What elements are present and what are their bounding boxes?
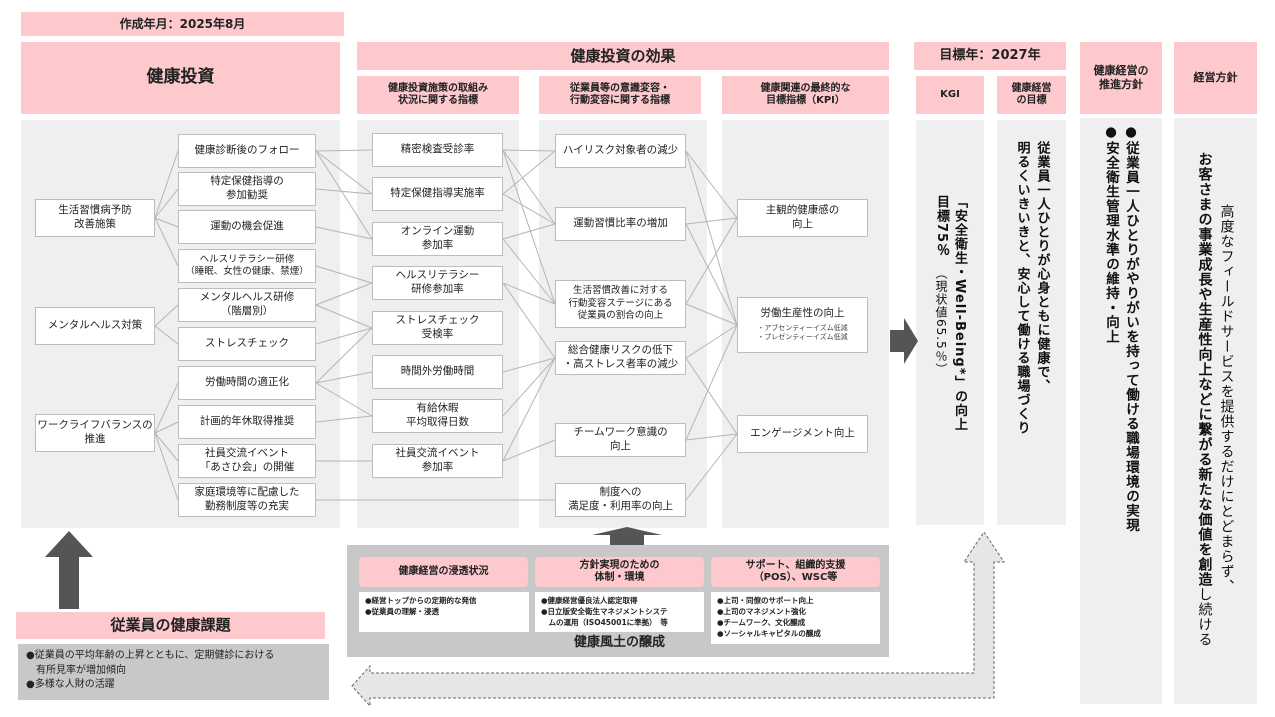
investment-header: 健康投資: [21, 42, 340, 114]
kgi-header: KGI: [916, 76, 984, 114]
measure-box: 特定保健指導の 参加勧奨: [178, 172, 316, 206]
behavior-box: 生活習慣改善に対する 行動変容ステージにある 従業員の割合の向上: [555, 280, 686, 328]
category-mental-health: メンタルヘルス対策: [35, 307, 155, 345]
category-work-life-balance: ワークライフバランスの 推進: [35, 414, 155, 452]
promotion-content: ●従業員一人ひとりがやりがいを持って働ける職場環境の実現 ●安全衛生管理水準の維…: [1080, 124, 1162, 699]
issues-list: ●従業員の平均年齢の上昇とともに、定期健診における 有所見率が増加傾向 ●多様な…: [18, 644, 329, 700]
issues-title: 従業員の健康課題: [16, 612, 325, 639]
promotion-item: ●従業員一人ひとりがやりがいを持って働ける職場環境の実現: [1123, 124, 1139, 533]
kpi-notes: ・アブセンティーイズム低減 ・プレゼンティーイズム低減: [757, 323, 848, 342]
management-line1: 高度なフィールドサービスを提供するだけにとどまらず、: [1218, 204, 1235, 594]
culture-header-2: 方針実現のための 体制・環境: [535, 557, 704, 587]
management-panel: [1174, 118, 1257, 704]
indicator-box: 時間外労働時間: [372, 355, 503, 389]
kpi-box: エンゲージメント向上: [737, 415, 868, 453]
effects-sub-header-3: 健康関連の最終的な 目標指標（KPI）: [722, 76, 889, 114]
culture-header-3: サポート、組織的支援 （POS）、WSC等: [711, 557, 880, 587]
kgi-main: 「安全衛生・Well-Being*」の向上: [952, 195, 967, 432]
promotion-item: ●安全衛生管理水準の維持・向上: [1103, 124, 1119, 344]
measure-box: 運動の機会促進: [178, 210, 316, 244]
created-date: 作成年月：2025年8月: [21, 12, 344, 36]
feedback-arrow-icon: [351, 532, 1005, 708]
management-policy-header: 経営方針: [1174, 42, 1257, 114]
management-line2-tail: し続ける: [1196, 587, 1213, 647]
measure-box: 社員交流イベント 「あさひ会」の開催: [178, 444, 316, 478]
indicator-box: オンライン運動 参加率: [372, 222, 503, 256]
promotion-policy-header: 健康経営の 推進方針: [1080, 42, 1162, 114]
effects-header: 健康投資の効果: [357, 42, 889, 70]
culture-title: 健康風土の醸成: [573, 634, 665, 650]
category-lifestyle-disease: 生活習慣病予防 改善施策: [35, 199, 155, 237]
kgi-content: 「安全衛生・Well-Being*」の向上 目標75％ （現状値65.5％）: [916, 125, 984, 520]
kpi-title: 労働生産性の向上: [760, 307, 845, 320]
measure-box: 労働時間の適正化: [178, 366, 316, 400]
kgi-current: （現状値65.5％）: [934, 267, 948, 376]
behavior-box: チームワーク意識の 向上: [555, 423, 686, 457]
culture-list-3: ●上司・同僚のサポート向上 ●上司のマネジメント強化 ●チームワーク、文化醸成 …: [711, 592, 880, 644]
behavior-box: 運動習慣比率の増加: [555, 207, 686, 241]
goal-header: 健康経営 の目標: [997, 76, 1066, 114]
indicator-box: 有給休暇 平均取得日数: [372, 399, 503, 433]
measure-box: 健康診断後のフォロー: [178, 134, 316, 168]
measure-box: ヘルスリテラシー研修 （睡眠、女性の健康、禁煙）: [178, 249, 316, 283]
effects-sub-header-2: 従業員等の意識変容・ 行動変容に関する指標: [539, 76, 701, 114]
goal-content: 従業員一人ひとりが心身ともに健康で、 明るくいきいきと、安心して働ける職場づくり: [1014, 141, 1050, 435]
indicator-box: 精密検査受診率: [372, 133, 503, 167]
culture-list-1: ●経営トップからの定期的な発信 ●従業員の理解・浸透: [359, 592, 529, 632]
goal-panel: [997, 120, 1066, 525]
effects-sub-header-1: 健康投資施策の取組み 状況に関する指標: [357, 76, 519, 114]
measure-box: 家庭環境等に配慮した 勤務制度等の充実: [178, 483, 316, 517]
indicator-box: ストレスチェック 受検率: [372, 311, 503, 345]
behavior-box: ハイリスク対象者の減少: [555, 134, 686, 168]
up-arrow-icon: [45, 531, 93, 609]
right-arrow-icon: [890, 318, 918, 364]
culture-list-2: ●健康経営優良法人認定取得 ●日立版安全衛生マネジメントシステ ムの運用（ISO…: [535, 592, 704, 632]
management-content: 高度なフィールドサービスを提供するだけにとどまらず、 お客さまの事業成長や生産性…: [1174, 124, 1257, 699]
management-line2: お客さまの事業成長や生産性向上などに繋がる新たな価値を創造: [1196, 152, 1213, 587]
kgi-target: 目標75％: [934, 195, 949, 258]
behavior-box: 制度への 満足度・利用率の向上: [555, 483, 686, 517]
behavior-box: 総合健康リスクの低下 ・高ストレス者率の減少: [555, 341, 686, 375]
measure-box: ストレスチェック: [178, 327, 316, 361]
kpi-box: 労働生産性の向上 ・アブセンティーイズム低減 ・プレゼンティーイズム低減: [737, 297, 868, 353]
kpi-box: 主観的健康感の 向上: [737, 199, 868, 237]
promotion-panel: [1080, 118, 1162, 704]
indicator-box: 特定保健指導実施率: [372, 177, 503, 211]
culture-header-1: 健康経営の浸透状況: [359, 557, 528, 587]
target-year-header: 目標年：2027年: [914, 42, 1066, 70]
measure-box: 計画的年休取得推奨: [178, 405, 316, 439]
measure-box: メンタルヘルス研修 （階層別）: [178, 288, 316, 322]
kgi-panel: [916, 120, 984, 525]
indicator-box: 社員交流イベント 参加率: [372, 444, 503, 478]
indicator-box: ヘルスリテラシー 研修参加率: [372, 266, 503, 300]
